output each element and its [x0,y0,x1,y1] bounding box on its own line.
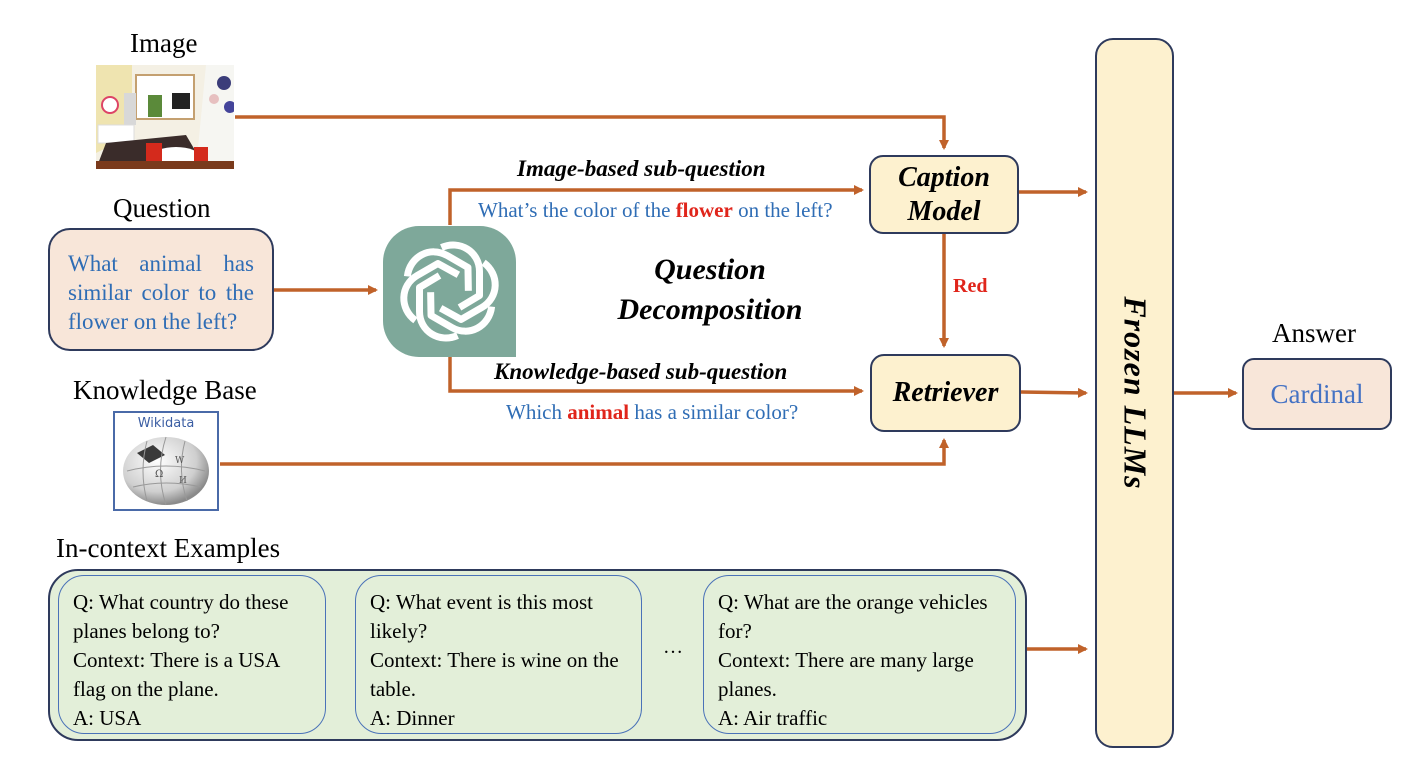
image-subquestion-text-before: What’s the color of the [478,198,676,222]
svg-text:И: И [179,476,187,486]
knowledge-subquestion-text: Which animal has a similar color? [506,400,798,425]
chatgpt-decomposer [383,226,516,357]
arrow-image-to-caption [235,115,949,150]
image-subquestion-text-after: on the left? [732,198,833,222]
question-decomposition-label: Question Decomposition [560,250,860,330]
caption-model-line2: Model [907,195,981,227]
decomposition-label-line1: Question [654,253,766,286]
wikidata-logo: Wikidata Ω W И [113,411,219,511]
arrow-kb-to-retriever [220,438,949,466]
examples-ellipsis: … [663,636,683,658]
frozen-llms-label: Frozen LLMs [1117,296,1153,490]
svg-text:Ω: Ω [155,469,163,480]
in-context-label: In-context Examples [56,533,281,563]
wikipedia-globe-icon: Ω W И [123,436,209,506]
arrow-retriever-to-llm [1020,387,1088,398]
knowledge-subquestion-highlight: animal [567,400,630,424]
example-context: Context: There is a USA flag on the plan… [73,648,280,701]
frozen-llms-box: Frozen LLMs [1095,38,1174,748]
question-label: Question [113,193,211,223]
caption-output-label: Red [953,275,988,297]
question-box: What animal has similar color to the flo… [48,228,274,351]
caption-model-line1: Caption [898,161,990,193]
knowledge-subquestion-text-before: Which [506,400,568,424]
example-answer: A: Air traffic [718,706,828,730]
image-subquestion-highlight: flower [675,198,733,222]
answer-label: Answer [1272,318,1356,348]
example-context: Context: There is wine on the table. [370,648,619,701]
image-subquestion-title: Image-based sub-question [517,156,766,181]
example-question: Q: What event is this most likely? [370,590,594,643]
example-answer: A: Dinner [370,706,455,730]
example-question: Q: What are the orange vehicles for? [718,590,988,643]
openai-chatgpt-icon [383,226,516,357]
example-question: Q: What country do these planes belong t… [73,590,289,643]
decomposition-label-line2: Decomposition [617,293,803,326]
retriever-label: Retriever [892,377,999,408]
question-text: What animal has similar color to the flo… [68,251,254,334]
in-context-example-2: Q: What event is this most likely? Conte… [355,575,642,734]
image-label: Image [130,28,198,58]
in-context-example-3: Q: What are the orange vehicles for? Con… [703,575,1016,734]
living-room-photo-icon [96,65,234,169]
image-subquestion-text: What’s the color of the flower on the le… [478,198,833,223]
example-context: Context: There are many large planes. [718,648,974,701]
knowledge-base-label: Knowledge Base [73,375,257,405]
retriever-box: Retriever [870,354,1021,432]
knowledge-subquestion-text-after: has a similar color? [629,400,799,424]
answer-value: Cardinal [1270,378,1364,409]
svg-text:W: W [175,456,185,466]
in-context-example-1: Q: What country do these planes belong t… [58,575,326,734]
input-image-thumbnail [96,65,234,169]
answer-box: Cardinal [1242,358,1392,430]
wikidata-logo-text: Wikidata [137,416,195,431]
knowledge-subquestion-title: Knowledge-based sub-question [494,359,788,384]
example-answer: A: USA [73,706,142,730]
